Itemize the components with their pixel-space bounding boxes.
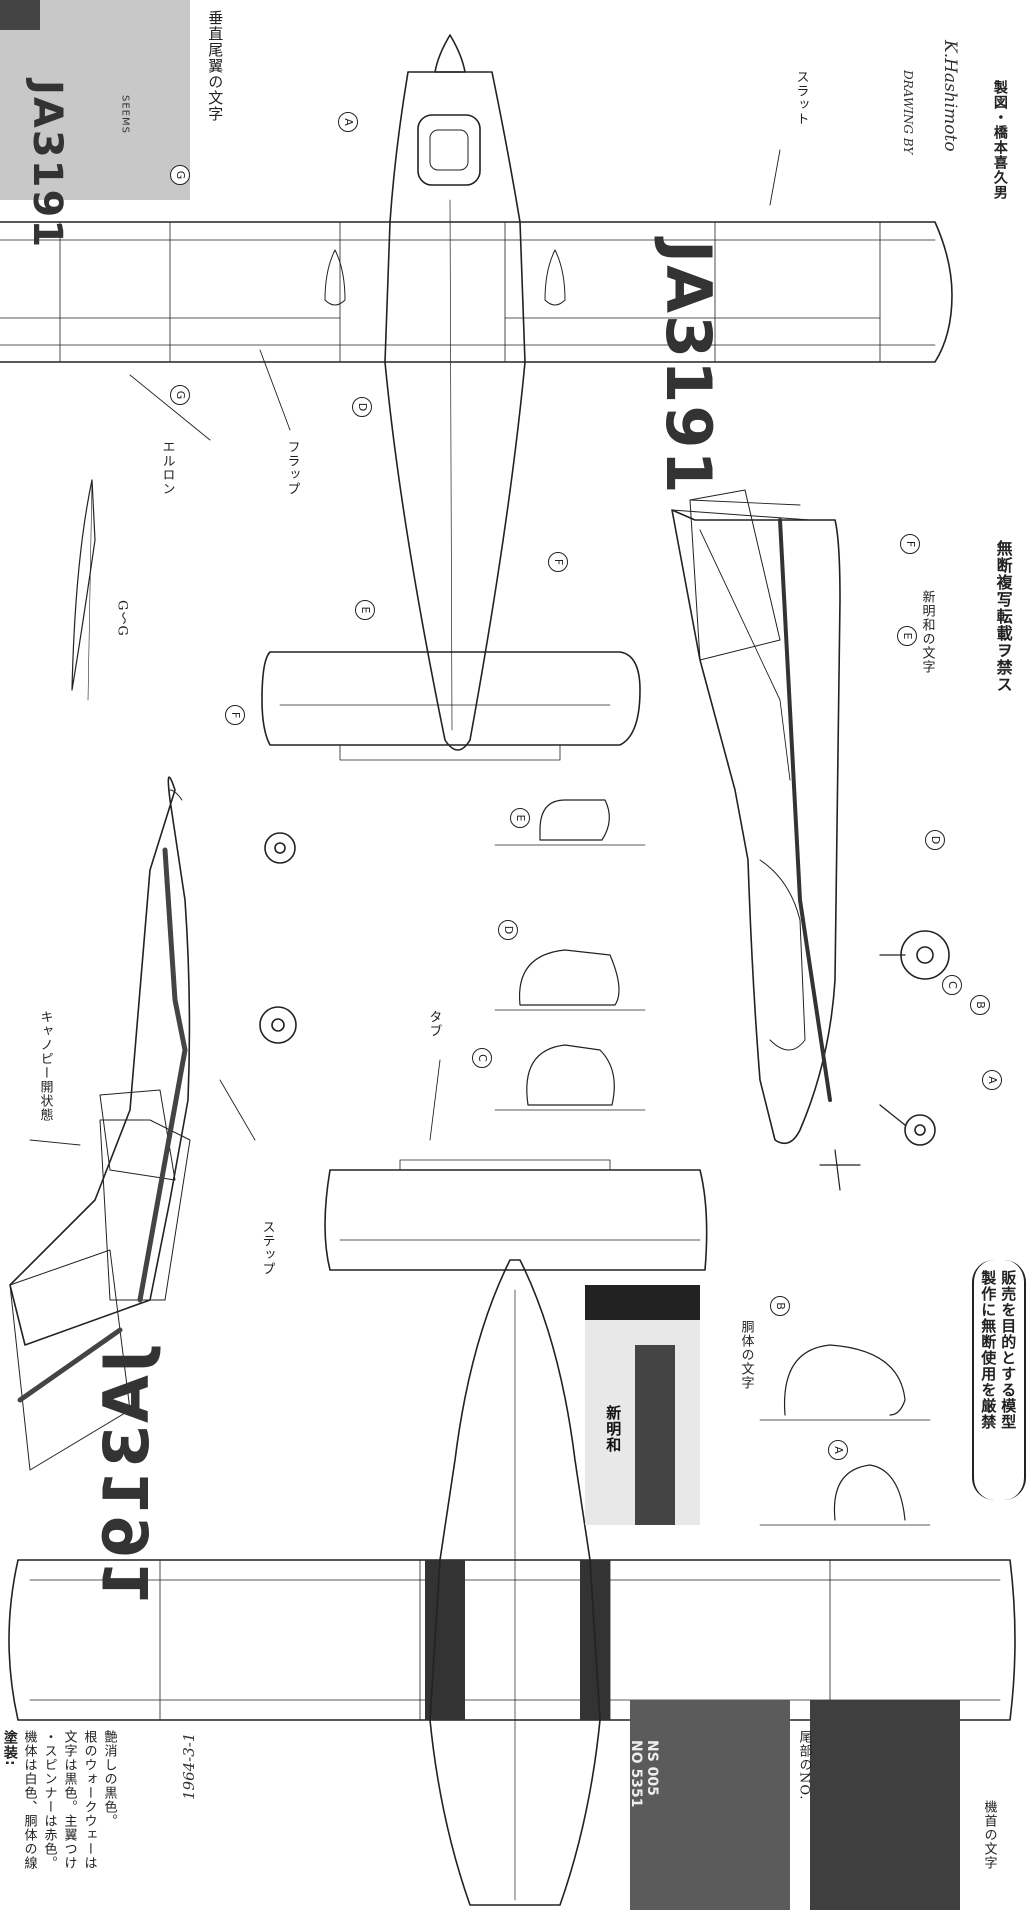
- label-step: ステップ: [259, 1220, 275, 1276]
- label-tail-no: 尾部のNO.: [796, 1730, 812, 1801]
- paint-note-line-5: 艶消しの黒色。: [101, 1730, 117, 1828]
- mark-d-top: D: [352, 397, 372, 417]
- mark-e-section: E: [510, 808, 530, 828]
- drawing-by-label: DRAWING BY: [901, 70, 915, 155]
- mark-f-side: F: [900, 534, 920, 554]
- drawing-by-signature: K.Hashimoto: [940, 40, 960, 152]
- paint-note-line-4: 根のウォークウェーは: [81, 1730, 97, 1870]
- section-gg-profile: [71, 479, 96, 691]
- paint-note-line-3: 文字は黒色。主翼つけ: [61, 1730, 77, 1870]
- sale-notice: 製作に無断使用を厳禁 販売を目的とする模型: [972, 1260, 1026, 1500]
- side-view-left: [9, 776, 297, 1471]
- label-tab: タブ: [426, 1010, 442, 1038]
- drawn-by-credit: 製図・橋本喜久男: [991, 80, 1008, 200]
- mark-f-top: F: [548, 552, 568, 572]
- mark-a-top: A: [338, 112, 358, 132]
- mark-c-side: C: [942, 975, 962, 995]
- drawing-date: 1964-3-1: [180, 1732, 198, 1800]
- label-fuselage-text: 胴体の文字: [738, 1320, 754, 1390]
- mark-b-side: B: [970, 995, 990, 1015]
- shinmeiwa-photo-text: 新明和: [604, 1405, 623, 1453]
- tail-number-text: NS 005 NO 5351: [630, 1740, 660, 1808]
- paint-notes-title: 塗装:: [1, 1730, 18, 1767]
- paint-notes: 塗装: 機体は白色、胴体の線 ・スピンナーは赤色。 文字は黒色。主翼つけ 根のウ…: [0, 1730, 130, 1910]
- label-vertical-tail-text: 垂直尾翼の文字: [206, 10, 225, 122]
- mark-d-side: D: [925, 830, 945, 850]
- mark-c-section: C: [472, 1048, 492, 1068]
- paint-note-line-2: ・スピンナーは赤色。: [41, 1730, 57, 1870]
- sale-notice-line1: 販売を目的とする模型: [999, 1270, 1018, 1430]
- seems-text: SEEMS: [119, 95, 131, 134]
- mark-d-section: D: [498, 920, 518, 940]
- mark-a-section: A: [828, 1440, 848, 1460]
- mark-f-tail: F: [225, 705, 245, 725]
- cross-sections: [494, 799, 931, 1526]
- label-slat: スラット: [793, 70, 809, 126]
- registration-top-wing: JA3191: [652, 240, 725, 496]
- label-shinmeiwa-text: 新明和の文字: [919, 590, 935, 674]
- side-view-right: [671, 489, 950, 1191]
- nose-text-photo: [810, 1700, 960, 1910]
- registration-bottom-wing: JA3191: [90, 1350, 163, 1606]
- label-flap: フラップ: [284, 440, 300, 496]
- paint-note-line-1: 機体は白色、胴体の線: [21, 1730, 37, 1870]
- mark-b-section: B: [770, 1296, 790, 1316]
- mark-e-top: E: [355, 600, 375, 620]
- registration-seems: JA3191: [24, 80, 70, 250]
- sale-notice-line2: 製作に無断使用を厳禁: [979, 1270, 998, 1430]
- fuselage-text-photo: 新明和: [585, 1285, 700, 1525]
- mark-g-top: G: [170, 165, 190, 185]
- top-view-planform: [0, 34, 953, 761]
- mark-a-side: A: [982, 1070, 1002, 1090]
- label-nose-text: 機首の文字: [981, 1800, 997, 1870]
- seems-photo: SEEMS: [0, 0, 190, 200]
- label-section-gg: G〜G: [114, 600, 130, 637]
- label-canopy-open: キャノピー開状態: [37, 1010, 53, 1122]
- mark-e-side: E: [897, 626, 917, 646]
- no-reproduction-notice: 無断複写転載ヲ禁ス: [993, 540, 1013, 693]
- tail-number-photo: NS 005 NO 5351: [630, 1700, 790, 1910]
- label-aileron: エルロン: [159, 440, 175, 496]
- mark-g-mid: G: [170, 385, 190, 405]
